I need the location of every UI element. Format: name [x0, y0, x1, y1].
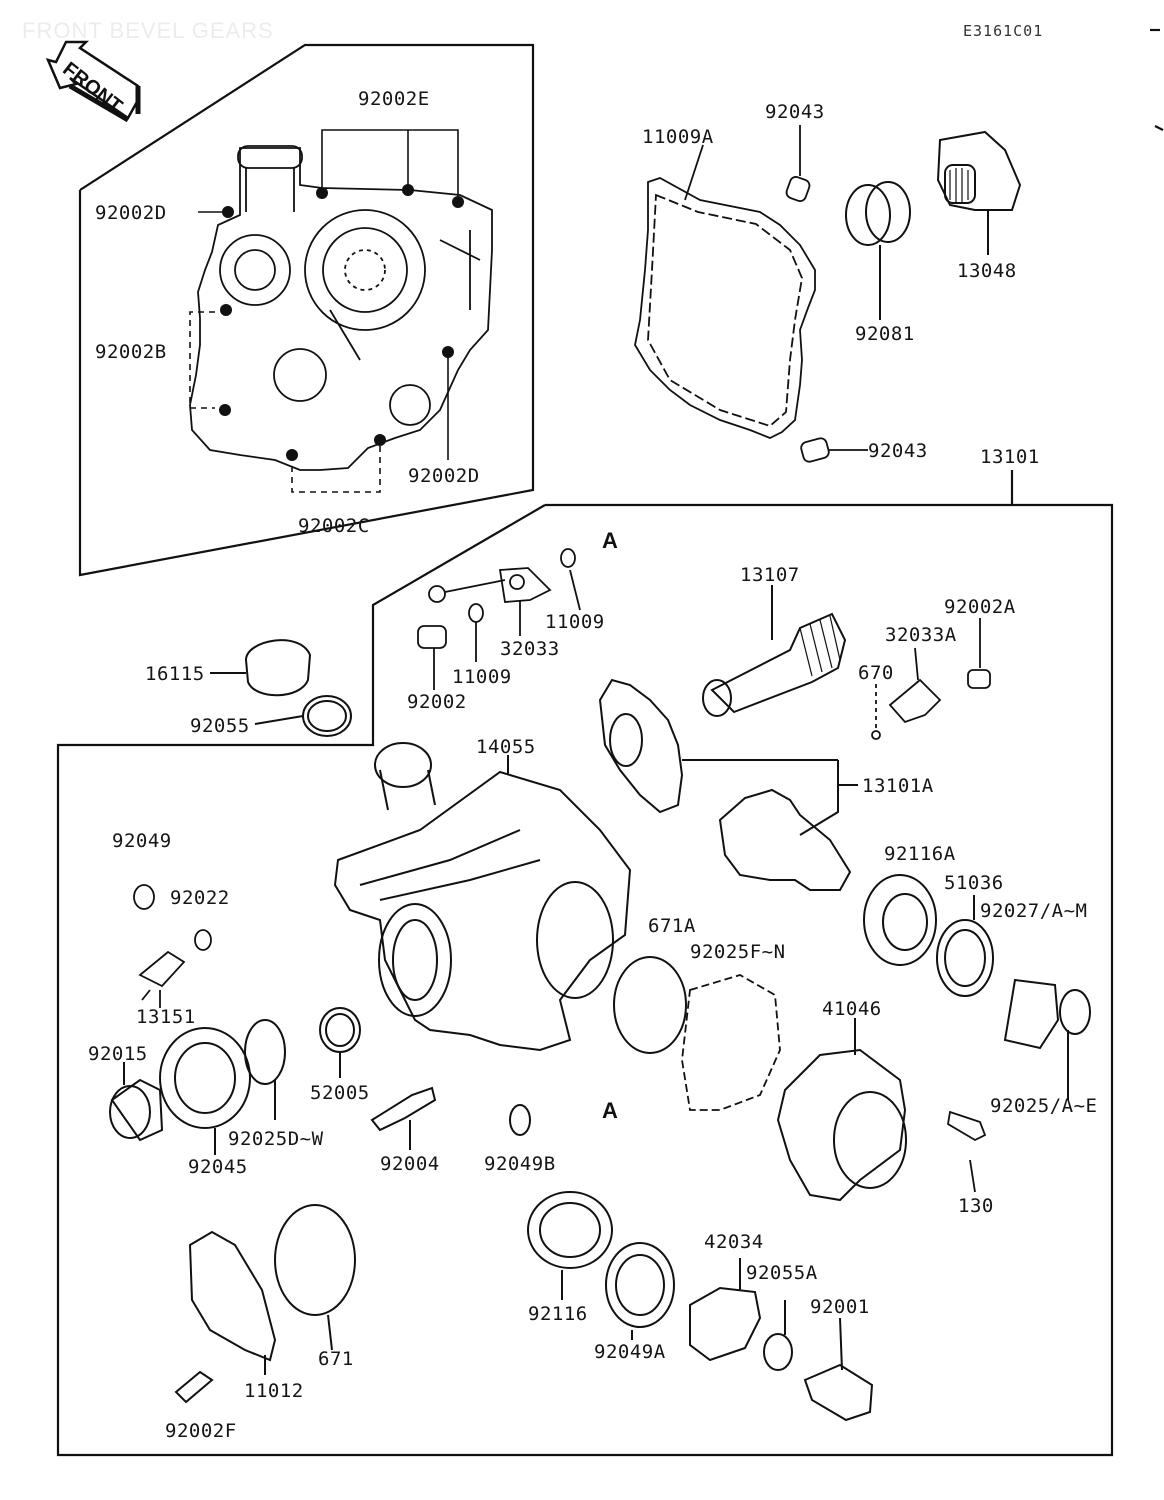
reference-mark-a: A	[602, 528, 618, 553]
bevel-gear-drawing	[598, 678, 858, 891]
part-label: 92043	[765, 101, 825, 123]
front-direction-arrow	[45, 40, 141, 123]
part-label: 51036	[944, 872, 1004, 894]
spacer-drawing	[319, 1007, 531, 1150]
gear-case-drawing	[333, 742, 632, 1052]
part-label: 41046	[822, 998, 882, 1020]
part-label: 92055A	[746, 1262, 818, 1284]
part-label: 92002D	[95, 202, 167, 224]
crankcase-cover-drawing	[189, 145, 493, 471]
part-label: 92001	[810, 1296, 870, 1318]
part-label: 92025/A~E	[990, 1095, 1098, 1117]
part-label: 13101A	[862, 775, 934, 797]
part-label: 92002B	[95, 341, 167, 363]
part-label: 14055	[476, 736, 536, 758]
part-label: 13107	[740, 564, 800, 586]
part-label: 11012	[244, 1380, 304, 1402]
part-label: 92002F	[165, 1420, 237, 1442]
part-label: 92049A	[594, 1341, 666, 1363]
coupling-drawing	[936, 130, 1022, 255]
bracket-drawing	[871, 618, 991, 740]
part-label: 11009	[545, 611, 605, 633]
bolt-130-drawing	[947, 1110, 987, 1193]
bottom-gear-drawing	[689, 1258, 874, 1422]
part-label: 92002	[407, 691, 467, 713]
main-frame	[56, 503, 1114, 1457]
part-label: 13101	[980, 446, 1040, 468]
gasket-drawing	[634, 144, 816, 439]
cover-leader-lines	[189, 129, 459, 493]
part-label: 92022	[170, 887, 230, 909]
upper-left-frame	[78, 43, 535, 577]
section-title: FRONT BEVEL GEARS	[22, 18, 274, 43]
part-label: 52005	[310, 1082, 370, 1104]
part-label: 92025F~N	[690, 941, 786, 963]
part-label: 92116A	[884, 843, 956, 865]
oil-plug-drawing	[133, 884, 212, 1008]
part-label: 92002C	[298, 515, 370, 537]
part-label: 92049B	[484, 1153, 556, 1175]
bearing-set-drawing	[863, 874, 1091, 1100]
part-label: 92116	[528, 1303, 588, 1325]
part-label: 13048	[957, 260, 1017, 282]
part-label: 671	[318, 1348, 354, 1370]
part-label: 11009	[452, 666, 512, 688]
part-label: 671A	[648, 915, 696, 937]
left-bearing-drawing	[109, 1019, 286, 1155]
part-label: 92025D~W	[228, 1128, 324, 1150]
part-label: 670	[858, 662, 894, 684]
part-label: 92043	[868, 440, 928, 462]
part-label: 130	[958, 1195, 994, 1217]
part-label: 16115	[145, 663, 205, 685]
part-label: 92002D	[408, 465, 480, 487]
part-label: 92004	[380, 1153, 440, 1175]
part-label: 92045	[188, 1156, 248, 1178]
shaft-drawing	[702, 585, 847, 717]
part-label: 92002E	[358, 88, 430, 110]
bottom-cover-drawing	[174, 1204, 356, 1404]
part-label: 92081	[855, 323, 915, 345]
part-label: 92015	[88, 1043, 148, 1065]
part-label: 32033	[500, 638, 560, 660]
dowel-pin-drawing	[785, 125, 868, 463]
part-label: 92002A	[944, 596, 1016, 618]
part-label: 42034	[704, 1231, 764, 1253]
oring-671a-drawing	[613, 956, 687, 1054]
cap-drawing	[210, 639, 352, 737]
gasket-92025f-drawing	[681, 974, 781, 1111]
part-label: 32033A	[885, 624, 957, 646]
part-label: 13151	[136, 1006, 196, 1028]
part-label: 11009A	[642, 126, 714, 148]
bottom-bearing-drawing	[527, 1191, 675, 1340]
cover-bolt-markers	[219, 184, 464, 461]
small-bolt-group-drawing	[417, 548, 581, 690]
part-label: 92027/A~M	[980, 900, 1088, 922]
diagram-code: E3161C01	[963, 22, 1044, 40]
snap-ring-drawing	[845, 181, 911, 320]
housing-drawing	[776, 1018, 907, 1202]
reference-mark-a: A	[602, 1098, 618, 1123]
part-label: 92049	[112, 830, 172, 852]
corner-tick	[1154, 125, 1164, 131]
part-label: 92055	[190, 715, 250, 737]
